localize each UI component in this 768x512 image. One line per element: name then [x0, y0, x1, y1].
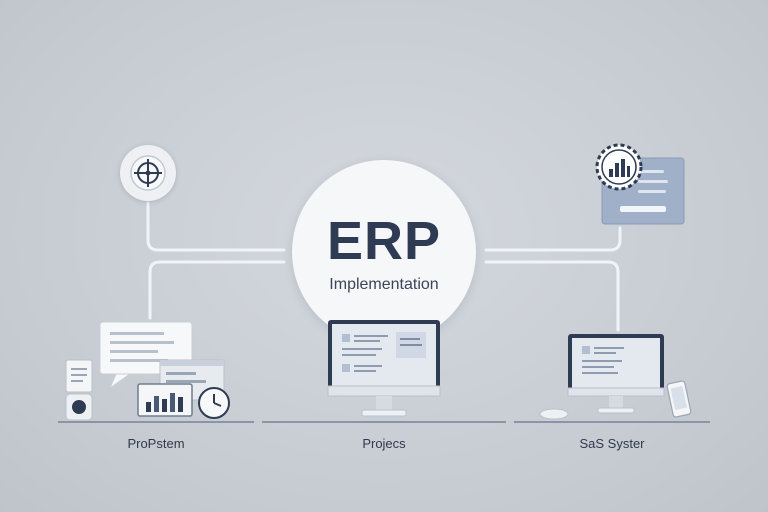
desktop-monitor-icon [567, 334, 665, 414]
mouse-icon [539, 408, 569, 420]
bar-chart-gear-icon [595, 143, 643, 191]
baseline-center [262, 421, 506, 423]
connector-left-lower [148, 260, 286, 320]
caption-left: ProPstem [127, 436, 185, 451]
baseline-right [514, 421, 710, 423]
caption-center: Projecs [362, 436, 406, 451]
caption-right: SaS Syster [579, 436, 645, 451]
target-badge [120, 145, 176, 201]
right-device-cluster [539, 334, 692, 420]
desktop-monitor-icon [327, 320, 441, 417]
connector-right-upper [484, 226, 622, 252]
baseline-left [58, 421, 254, 423]
left-device-cluster [65, 321, 230, 421]
hub-subtitle: Implementation [329, 276, 439, 293]
connector-left-upper [146, 201, 286, 252]
tablet-icon [65, 359, 93, 393]
smartphone-icon [666, 380, 692, 418]
clock-icon [198, 387, 230, 419]
connector-right-lower [484, 260, 620, 332]
erp-hub-circle: ERP Implementation [292, 160, 476, 344]
target-icon [130, 155, 166, 191]
bar-chart-icon [137, 383, 193, 417]
toggle-icon [65, 393, 93, 421]
hub-title: ERP [326, 211, 442, 271]
